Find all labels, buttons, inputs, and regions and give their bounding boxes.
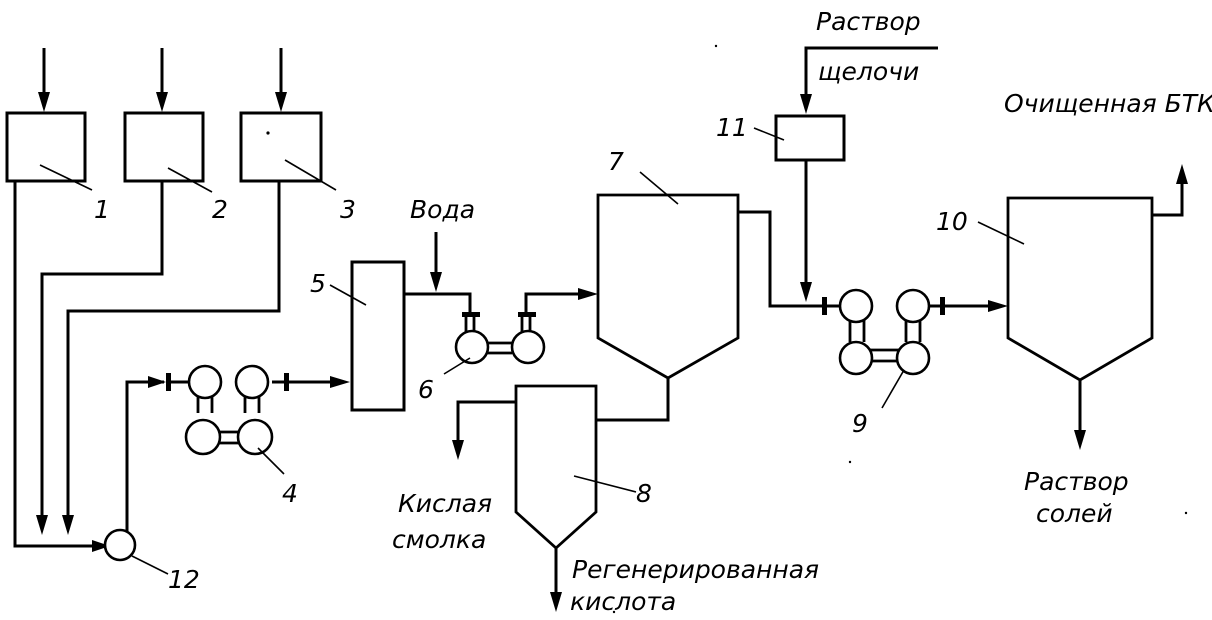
arrow-up-icon	[1176, 164, 1188, 184]
label-9: 9	[852, 409, 868, 438]
arrow-down-icon	[38, 92, 50, 112]
settler-10	[977, 164, 1188, 450]
column-5	[329, 232, 472, 412]
label-12: 12	[168, 565, 200, 594]
label-5: 5	[310, 269, 326, 298]
label-8: 8	[636, 479, 652, 508]
label-acid-tar-line1: Кислая	[398, 489, 492, 518]
label-regen-line2: кислота	[570, 587, 676, 616]
label-6: 6	[418, 375, 434, 404]
arrow-down-icon	[156, 92, 168, 112]
label-7: 7	[608, 147, 624, 176]
feed-tank-1	[5, 48, 93, 191]
label-4: 4	[282, 479, 298, 508]
separator-6	[443, 288, 598, 375]
tank-8	[452, 384, 637, 612]
feed-tank-3	[239, 48, 337, 191]
feed-lines	[13, 181, 281, 552]
arrow-down-icon	[452, 440, 464, 460]
feed-tank-2	[123, 48, 213, 193]
label-regen-line1: Регенерированная	[572, 555, 819, 584]
label-acid-tar-line2: смолка	[392, 525, 486, 554]
arrow-down-icon	[430, 272, 442, 292]
arrow-down-icon	[1074, 430, 1086, 450]
label-1: 1	[94, 195, 110, 224]
label-11: 11	[716, 113, 748, 142]
tank-11	[753, 46, 938, 302]
label-2: 2	[212, 195, 228, 224]
arrow-down-icon	[275, 92, 287, 112]
label-10: 10	[936, 207, 968, 236]
reactor-4	[166, 364, 350, 475]
neutralizer-9	[822, 288, 1008, 409]
label-alkali-line2: щелочи	[818, 57, 919, 86]
label-3: 3	[340, 195, 356, 224]
arrow-down-icon	[550, 592, 562, 612]
settler-7	[596, 171, 822, 422]
label-water: Вода	[410, 195, 475, 224]
label-alkali-line1: Раствор	[816, 7, 921, 36]
mixer-12	[103, 376, 169, 575]
label-purified: Очищенная БТК	[1004, 89, 1212, 118]
label-salts-line1: Раствор	[1024, 467, 1129, 496]
label-salts-line2: солей	[1036, 499, 1113, 528]
